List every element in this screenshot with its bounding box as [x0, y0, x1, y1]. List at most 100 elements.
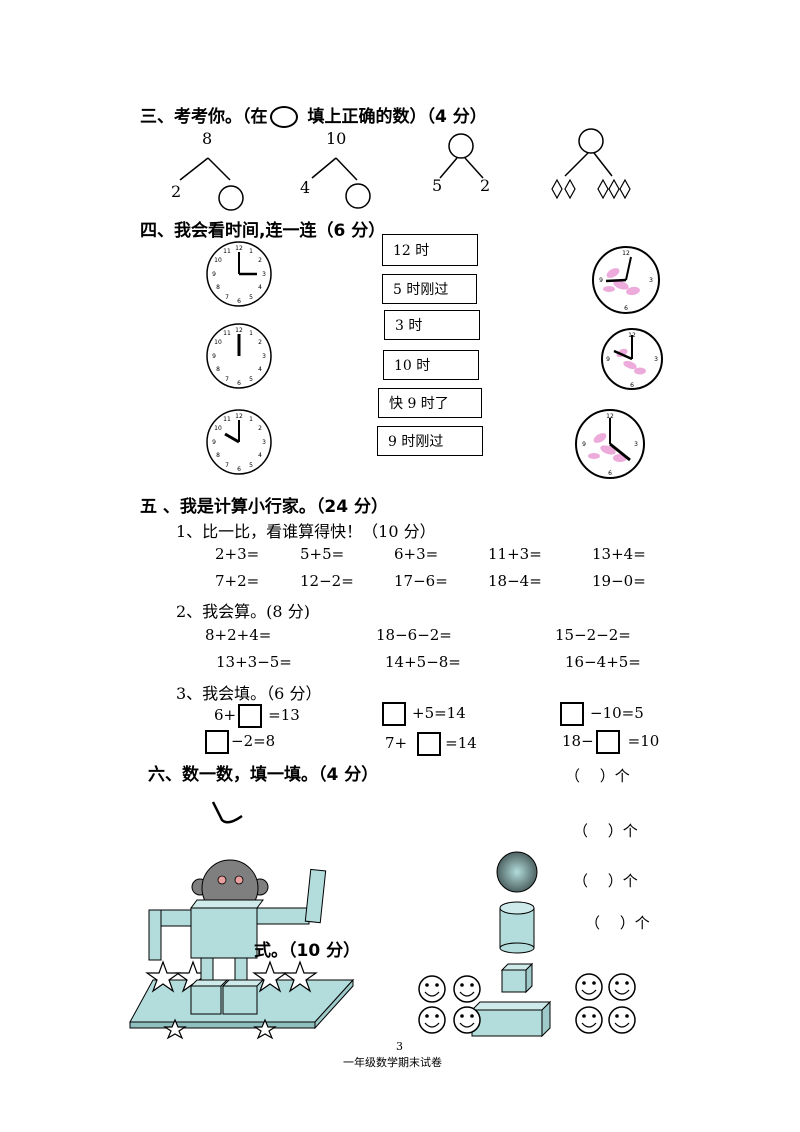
svg-text:3: 3	[262, 353, 266, 360]
svg-text:6: 6	[237, 466, 241, 473]
svg-text:2: 2	[258, 257, 262, 264]
tree2-top: 10	[326, 129, 347, 148]
svg-text:12: 12	[606, 413, 614, 420]
svg-text:5: 5	[249, 294, 253, 301]
section7-title-fragment: 式。（10 分）	[254, 941, 361, 961]
svg-text:3: 3	[634, 441, 638, 448]
svg-text:6: 6	[608, 470, 612, 477]
count-blank-2[interactable]: （ ）个	[573, 822, 638, 840]
shapes-group	[418, 851, 552, 1038]
calc-1-5: 13+4=	[592, 545, 646, 563]
page-number: 3	[396, 1040, 403, 1053]
calc3-1-3: 15−2−2=	[555, 626, 631, 644]
fill-5: 7+=14	[385, 732, 477, 756]
section4-title: 四、我会看时间,连一连（6 分）	[140, 221, 386, 241]
svg-text:6: 6	[237, 298, 241, 305]
svg-text:11: 11	[223, 330, 231, 337]
svg-text:1: 1	[249, 416, 253, 423]
svg-text:8: 8	[216, 284, 220, 291]
fill-2: +5=14	[382, 702, 466, 726]
svg-text:9: 9	[606, 356, 610, 363]
svg-text:11: 11	[223, 416, 231, 423]
time-label-1: 12 时	[382, 234, 478, 266]
calc3-1-2: 18−6−2=	[376, 626, 452, 644]
fill-4: −2=8	[205, 730, 275, 754]
part1-title: 1、比一比，看谁算得快！（10 分）	[176, 522, 436, 541]
calc-1-1: 2+3=	[215, 545, 260, 563]
part3-title: 3、我会填。（6 分）	[176, 684, 322, 703]
svg-text:2: 2	[258, 425, 262, 432]
calc-2-5: 19−0=	[592, 572, 646, 590]
calc-2-2: 12−2=	[300, 572, 354, 590]
svg-text:9: 9	[582, 441, 586, 448]
answer-box[interactable]	[417, 732, 442, 756]
svg-text:11: 11	[223, 248, 231, 255]
svg-text:4: 4	[258, 366, 262, 373]
calc-1-2: 5+5=	[300, 545, 345, 563]
time-label-5: 快 9 时了	[378, 388, 482, 418]
tree3-left: 5	[432, 176, 443, 195]
svg-text:7: 7	[225, 462, 229, 469]
svg-text:9: 9	[212, 439, 216, 446]
svg-text:9: 9	[212, 271, 216, 278]
answer-box[interactable]	[560, 702, 584, 726]
stray-mark	[211, 801, 243, 824]
svg-text:3: 3	[262, 271, 266, 278]
smiley-group-right	[575, 973, 636, 1034]
svg-text:12: 12	[235, 413, 243, 420]
answer-box[interactable]	[238, 704, 263, 728]
tree1-top: 8	[202, 129, 213, 148]
fill-6: 18−=10	[562, 730, 659, 754]
svg-text:3: 3	[649, 277, 653, 284]
robot-figure	[129, 859, 355, 1040]
time-label-6: 9 时刚过	[377, 426, 483, 456]
count-blank-4[interactable]: （ ）个	[585, 914, 650, 932]
svg-text:1: 1	[249, 330, 253, 337]
answer-box[interactable]	[382, 702, 406, 726]
svg-text:1: 1	[249, 248, 253, 255]
svg-text:7: 7	[225, 376, 229, 383]
blank-circle-icon	[269, 106, 298, 128]
fill-1: 6+=13	[214, 704, 300, 728]
svg-text:6: 6	[624, 305, 628, 312]
svg-text:10: 10	[214, 425, 222, 432]
svg-text:4: 4	[258, 284, 262, 291]
svg-text:3: 3	[262, 439, 266, 446]
section3-title: 三、考考你。（在填上正确的数）（4 分）	[140, 106, 487, 128]
svg-text:9: 9	[599, 277, 603, 284]
answer-box[interactable]	[205, 730, 229, 754]
section6-title: 六、数一数，填一填。（4 分）	[148, 765, 379, 785]
count-blank-3[interactable]: （ ）个	[573, 872, 638, 890]
calc3-1-1: 8+2+4=	[205, 626, 272, 644]
count-blank-1[interactable]: （ ）个	[565, 767, 630, 785]
svg-text:8: 8	[216, 452, 220, 459]
part2-title: 2、我会算。(8 分)	[176, 602, 310, 621]
svg-text:5: 5	[249, 462, 253, 469]
svg-text:9: 9	[212, 353, 216, 360]
flower-clock-1: 12 3 6 9	[592, 246, 660, 314]
svg-text:8: 8	[216, 366, 220, 373]
svg-text:10: 10	[214, 339, 222, 346]
fill-3: −10=5	[560, 702, 644, 726]
time-label-3: 3 时	[384, 310, 480, 340]
section5-title: 五 、我是计算小行家。（24 分）	[140, 497, 388, 517]
svg-text:12: 12	[235, 245, 243, 252]
tree1-branches	[179, 128, 631, 211]
svg-text:12: 12	[235, 327, 243, 334]
answer-box[interactable]	[595, 730, 620, 754]
svg-text:10: 10	[214, 257, 222, 264]
footer-caption: 一年级数学期末试卷	[343, 1056, 442, 1069]
svg-text:3: 3	[654, 356, 658, 363]
calc3-2-2: 14+5−8=	[385, 653, 461, 671]
calc3-2-3: 16−4+5=	[565, 653, 641, 671]
svg-text:12: 12	[622, 250, 630, 257]
tree2-left: 4	[300, 178, 311, 197]
svg-text:4: 4	[258, 452, 262, 459]
svg-text:5: 5	[249, 376, 253, 383]
tree3-right: 2	[480, 176, 491, 195]
calc3-2-1: 13+3−5=	[216, 653, 292, 671]
calc-2-4: 18−4=	[488, 572, 542, 590]
